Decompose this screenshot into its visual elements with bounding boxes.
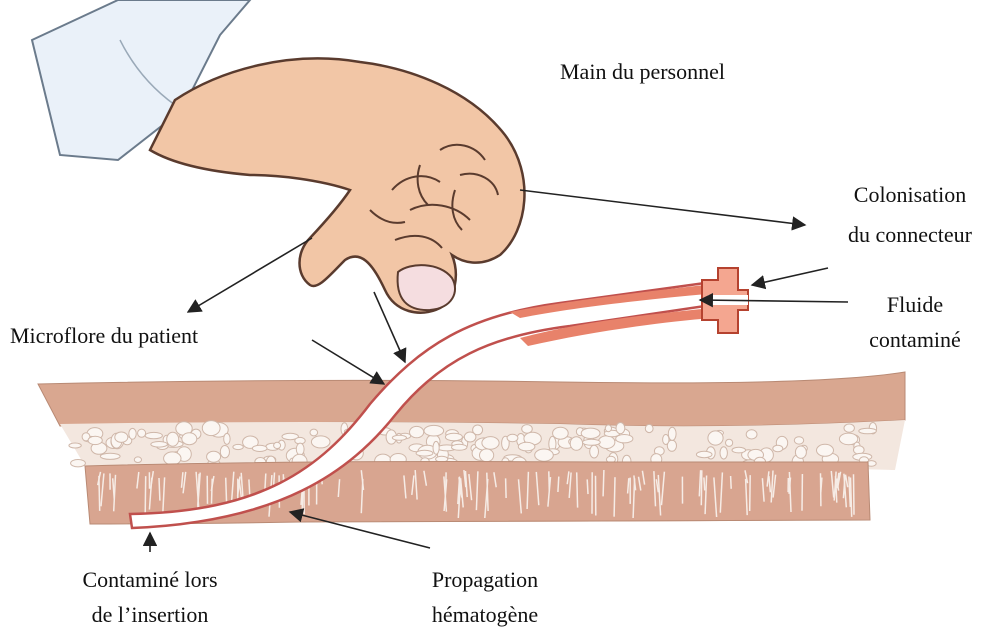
fiber-strand [212,479,213,504]
fat-globule [696,451,712,457]
fiber-strand [731,476,732,489]
fat-globule [645,424,653,432]
fiber-strand [558,477,559,492]
fiber-strand [750,475,751,511]
hand-illustration [32,0,524,313]
fat-globule [311,436,330,448]
fat-globule [296,443,304,455]
fat-globule [859,428,877,434]
fat-globule [138,429,146,437]
fat-globule [115,432,128,442]
fat-globule [839,433,857,445]
label-microflore: Microflore du patient [10,321,198,351]
fat-globule [708,431,723,445]
arrow-hand-to-microflore [188,238,312,312]
fat-globule [605,425,611,432]
fiber-strand [854,474,855,515]
fat-globule [207,451,221,462]
fiber-strand [506,478,507,498]
fat-globule [581,428,600,438]
fat-globule [482,437,499,450]
fat-globule [668,427,676,440]
fat-globule [507,434,518,441]
fat-globule [522,425,533,434]
fiber-strand [577,472,578,507]
fiber-strand [603,470,604,496]
label-propagation-line1: Propagation [390,565,580,595]
fat-globule [310,429,318,436]
fiber-strand [549,471,550,491]
fat-globule [392,435,406,440]
fat-globule [167,432,179,446]
fat-globule [145,432,162,438]
fat-globule [224,433,230,444]
fat-globule [844,424,854,432]
label-propagation-line2: hématogène [390,600,580,630]
fat-globule [134,457,141,463]
label-fluide-line1: Fluide [850,290,980,320]
label-contamine-line1: Contaminé lors [55,565,245,595]
fat-globule [88,436,102,444]
tissue-layers [38,372,905,524]
fat-globule [182,433,197,445]
fat-globule [233,444,243,449]
fat-globule [252,445,267,451]
arrow-colonisation [752,268,828,285]
fat-globule [202,421,220,436]
fiber-strand [145,476,146,514]
fat-globule [795,446,806,458]
label-main-du-personnel: Main du personnel [560,57,725,87]
fiber-strand [587,479,588,494]
fat-globule [794,437,803,444]
fat-globule [616,423,625,434]
fiber-strand [704,477,705,490]
fat-globule [480,449,494,462]
hand [150,58,524,312]
fat-globule [220,446,229,458]
fat-globule [535,449,554,461]
arrow-hand-to-connector [520,190,805,225]
fiber-strand [701,470,702,505]
fat-globule [151,442,168,448]
fat-globule [416,450,433,456]
fat-globule [518,442,535,451]
fat-globule [71,460,86,467]
fat-globule [553,427,569,439]
fat-globule [424,425,444,436]
fat-globule [726,439,733,446]
fat-globule [583,439,601,445]
fat-globule [69,443,81,448]
fat-globule [817,444,834,456]
label-colonisation-line1: Colonisation [820,180,1000,210]
fat-globule [129,428,136,439]
fat-globule [433,441,439,454]
skin-layer [38,372,905,426]
fat-globule [720,447,727,459]
arrow-microflore-to-skin [312,340,384,384]
fat-globule [452,444,467,450]
fat-globule [773,445,783,452]
fat-globule [274,442,281,448]
fat-globule [746,430,757,439]
fat-globule [445,433,462,441]
fat-globule [570,437,582,451]
thumbnail [398,265,455,310]
label-fluide-line2: contaminé [850,325,980,355]
fat-globule [410,426,424,437]
fat-globule [590,445,599,458]
fat-globule [464,432,476,442]
fat-globule [100,453,120,459]
label-contamine-line2: de l’insertion [55,600,245,630]
fiber-strand [159,478,160,501]
fiber-strand [614,477,615,517]
fat-globule [732,447,746,453]
label-colonisation-line2: du connecteur [820,220,1000,250]
fat-globule [616,435,633,443]
fat-globule [164,452,181,465]
